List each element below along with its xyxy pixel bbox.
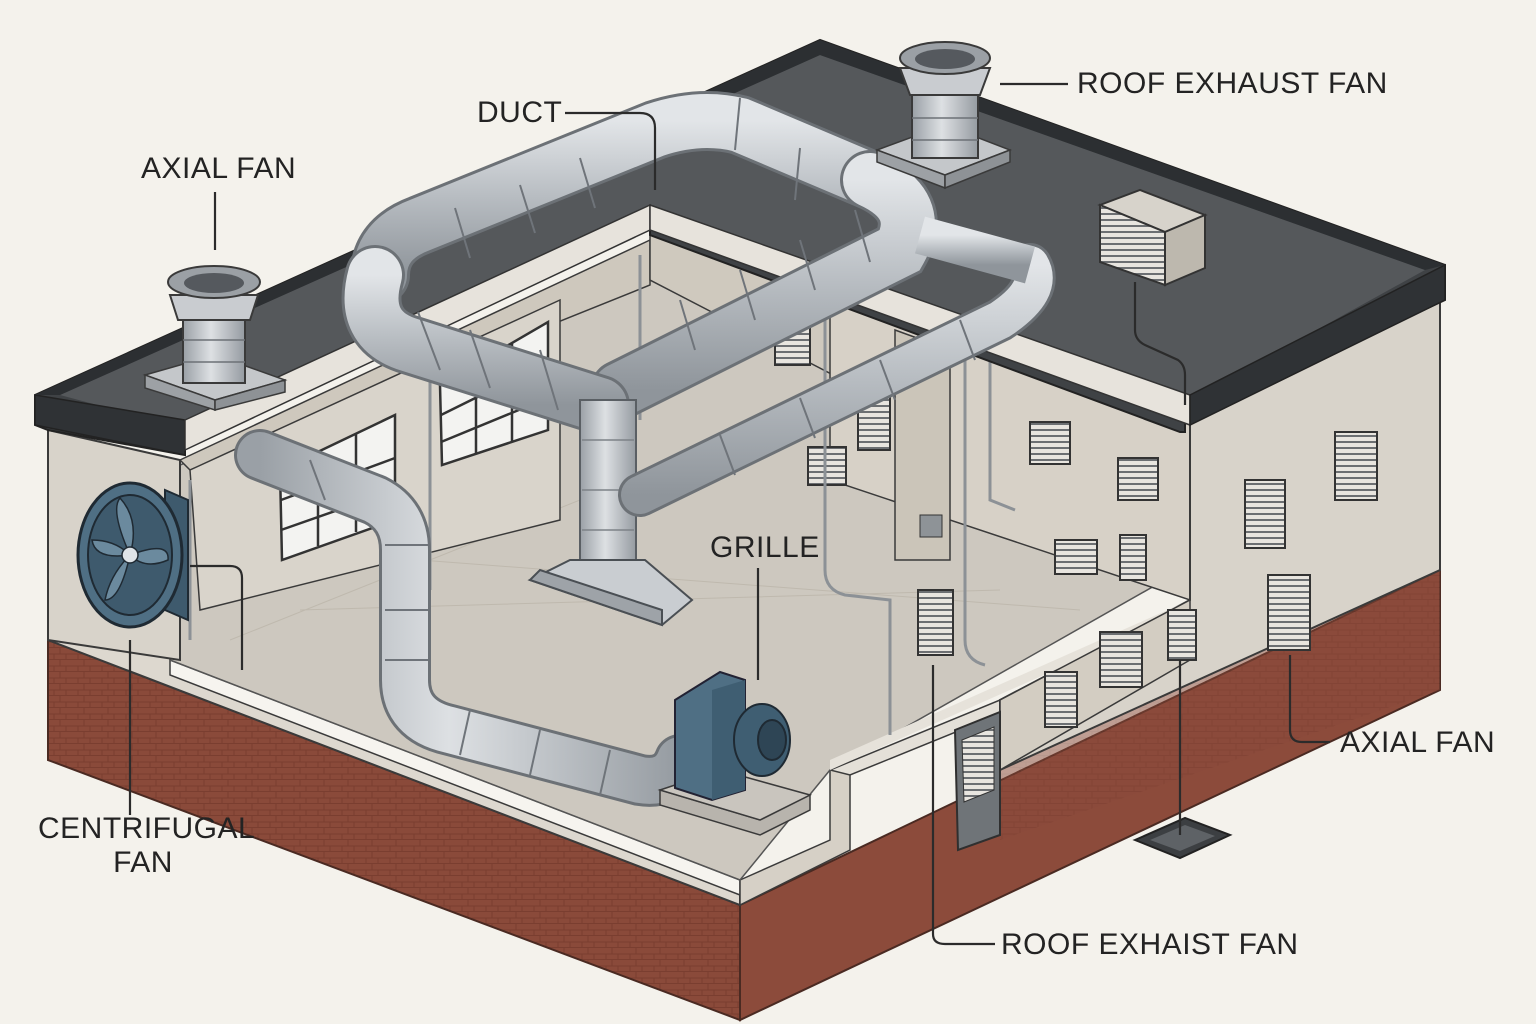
label-centrifugal-fan: CENTRIFUGAL FAN	[38, 812, 256, 880]
label-axial-fan-left: AXIAL FAN	[141, 152, 297, 185]
label-grille: GRILLE	[710, 531, 820, 564]
label-axial-fan-right: AXIAL FAN	[1340, 726, 1496, 759]
roof-louvered-unit	[1097, 188, 1208, 287]
label-centrifugal-fan-line2: FAN	[113, 846, 173, 879]
axial-wall-fan	[76, 481, 189, 629]
brick-base	[47, 568, 1441, 1022]
roof-axial-fan	[142, 265, 288, 412]
roof-exhaust-fan-unit	[874, 41, 1013, 190]
label-roof-exhaist-fan-bottom: ROOF EXHAIST FAN	[1001, 928, 1299, 961]
centrifugal-fan-unit	[657, 670, 813, 836]
label-duct: DUCT	[477, 96, 563, 129]
ground-grate	[1132, 816, 1233, 860]
label-roof-exhaust-fan-top: ROOF EXHAUST FAN	[1077, 67, 1388, 100]
label-centrifugal-fan-line1: CENTRIFUGAL	[38, 812, 256, 845]
leader-lines	[128, 82, 1330, 946]
roof	[34, 38, 1446, 457]
duct-system	[234, 91, 1056, 807]
